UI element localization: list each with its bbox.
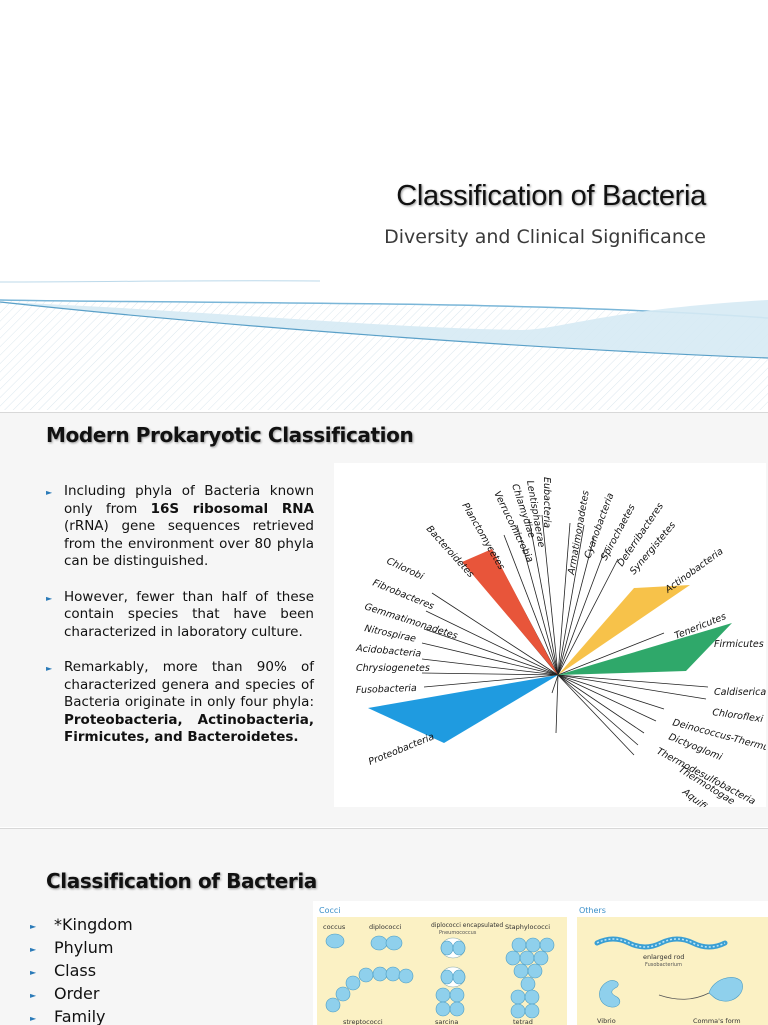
pneumococcus-label: Pneumococcus	[439, 930, 477, 936]
firmicutes-wedge	[558, 623, 732, 675]
tree-branch	[425, 610, 559, 676]
taxonomy-level: ►Family	[30, 1005, 133, 1025]
diplococci-label: diplococci	[369, 923, 402, 931]
taxonomy-level: ►Class	[30, 959, 133, 982]
presentation-title: Classification of Bacteria	[396, 180, 706, 212]
enlarged-rod-cell	[594, 936, 728, 950]
taxonomy-level: ►Phylum	[30, 936, 133, 959]
bullet-arrow-icon: ►	[30, 922, 37, 931]
vibrio-cell	[599, 980, 621, 1008]
bullet-item: ► Including phyla of Bacteria known only…	[46, 483, 314, 569]
presentation-subtitle: Diversity and Clinical Significance	[384, 226, 706, 248]
tree-branch	[557, 674, 635, 756]
taxonomy-list: ►*Kingdom ►Phylum ►Class ►Order ►Family	[30, 913, 133, 1025]
tree-branch	[503, 534, 559, 676]
tree-branch	[423, 628, 559, 676]
streptococci-cells	[325, 966, 414, 1013]
tree-branch	[557, 558, 619, 676]
morphology-illustration: Cocci Others coccus diplococci diplococc…	[317, 906, 768, 1025]
staphylococci-cells	[505, 937, 555, 992]
commas-form-label: Comma's form	[693, 1017, 741, 1025]
phylum-label: Chlorobi	[385, 556, 426, 583]
tree-branch	[516, 524, 559, 676]
sarcina-cells	[435, 987, 465, 1017]
phylum-label: Caldiserica	[714, 687, 766, 698]
bullet-arrow-icon: ►	[30, 991, 37, 1000]
phylum-label: Eubacteria	[541, 477, 552, 528]
tetrad-label: tetrad	[513, 1018, 533, 1025]
tree-branch	[557, 674, 709, 688]
classification-levels-slide: Classification of Bacteria ►*Kingdom ►Ph…	[0, 828, 768, 1025]
tree-branch	[557, 524, 585, 676]
tree-branch	[421, 672, 559, 676]
tree-branch	[557, 674, 645, 734]
enlarged-rod-label: enlarged rod	[643, 953, 684, 961]
bullet-arrow-icon: ►	[46, 593, 53, 603]
fusobacterium-label: Fusobacterium	[645, 962, 682, 968]
others-label: Others	[579, 906, 606, 915]
tree-branch	[557, 674, 639, 746]
slide-heading: Modern Prokaryotic Classification	[46, 423, 414, 447]
phylum-label: Acidobacteria	[355, 643, 422, 660]
tetrad-cells	[510, 989, 540, 1019]
phylum-label: Fusobacteria	[356, 683, 417, 696]
bullet-arrow-icon: ►	[30, 945, 37, 954]
tree-branch	[528, 518, 559, 676]
tree-branch	[555, 674, 559, 734]
phylum-label: Bacteroidetes	[424, 524, 476, 580]
bullet-item: ► Remarkably, more than 90% of character…	[46, 659, 314, 745]
streptococci-label: streptococci	[343, 1018, 383, 1025]
phylum-label: Chrysiogenetes	[356, 663, 430, 674]
tree-branch	[557, 674, 657, 722]
taxonomy-level: ►*Kingdom	[30, 913, 133, 936]
cocci-label: Cocci	[319, 906, 341, 915]
tree-branch	[557, 674, 665, 710]
phylum-label: Armatimonadetes	[566, 490, 592, 577]
coccus-cell	[325, 933, 345, 949]
title-slide: Classification of Bacteria Diversity and…	[0, 0, 768, 410]
encapsulated-diplococci-cells	[440, 937, 466, 988]
tree-branch	[557, 536, 595, 676]
prokaryotic-classification-slide: Modern Prokaryotic Classification ► Incl…	[0, 412, 768, 827]
vibrio-label: Vibrio	[597, 1017, 616, 1025]
tree-branch	[421, 658, 559, 676]
diplococci-encapsulated-label: diplococci encapsulated	[431, 922, 503, 929]
diplococci-cells	[370, 935, 403, 951]
bullet-item: ► However, fewer than half of these cont…	[46, 588, 314, 640]
phylum-label: Proteobacteria	[367, 731, 436, 767]
sarcina-label: sarcina	[435, 1018, 458, 1025]
tree-branch	[421, 642, 559, 676]
tree-branch	[557, 546, 607, 676]
proteobacteria-wedge	[368, 675, 558, 743]
phylogenetic-tree: EubacteriaLentisphaeraeChlamydiaeVerruco…	[355, 477, 768, 823]
tree-branch	[557, 674, 707, 700]
bullet-arrow-icon: ►	[46, 488, 53, 497]
tree-branch	[431, 592, 559, 676]
tree-branch	[557, 632, 665, 676]
bullet-arrow-icon: ►	[46, 664, 53, 673]
bacteroidetes-wedge	[462, 549, 558, 675]
bullet-arrow-icon: ►	[30, 1014, 37, 1023]
tree-branch	[557, 522, 571, 676]
bullet-arrow-icon: ►	[30, 968, 37, 977]
taxonomy-level: ►Order	[30, 982, 133, 1005]
coccus-label: coccus	[323, 923, 346, 931]
commas-form-cell	[658, 977, 743, 1002]
slide-heading: Classification of Bacteria	[46, 869, 317, 893]
tree-branch	[551, 674, 559, 694]
phylum-label: Chloroflexi	[712, 707, 764, 725]
phylum-label: Actinobacteria	[662, 546, 725, 596]
tree-branch	[541, 514, 559, 676]
bacteria-morphology-figure: Cocci Others coccus diplococci diplococc…	[313, 901, 768, 1025]
phylum-label: Firmicutes	[714, 639, 764, 650]
actinobacteria-wedge	[558, 585, 690, 675]
tree-branch	[423, 674, 559, 688]
staphylococci-label: Staphylococci	[505, 923, 550, 931]
others-panel	[577, 917, 768, 1025]
decorative-wave	[0, 270, 768, 410]
bullet-list: ► Including phyla of Bacteria known only…	[46, 483, 314, 765]
